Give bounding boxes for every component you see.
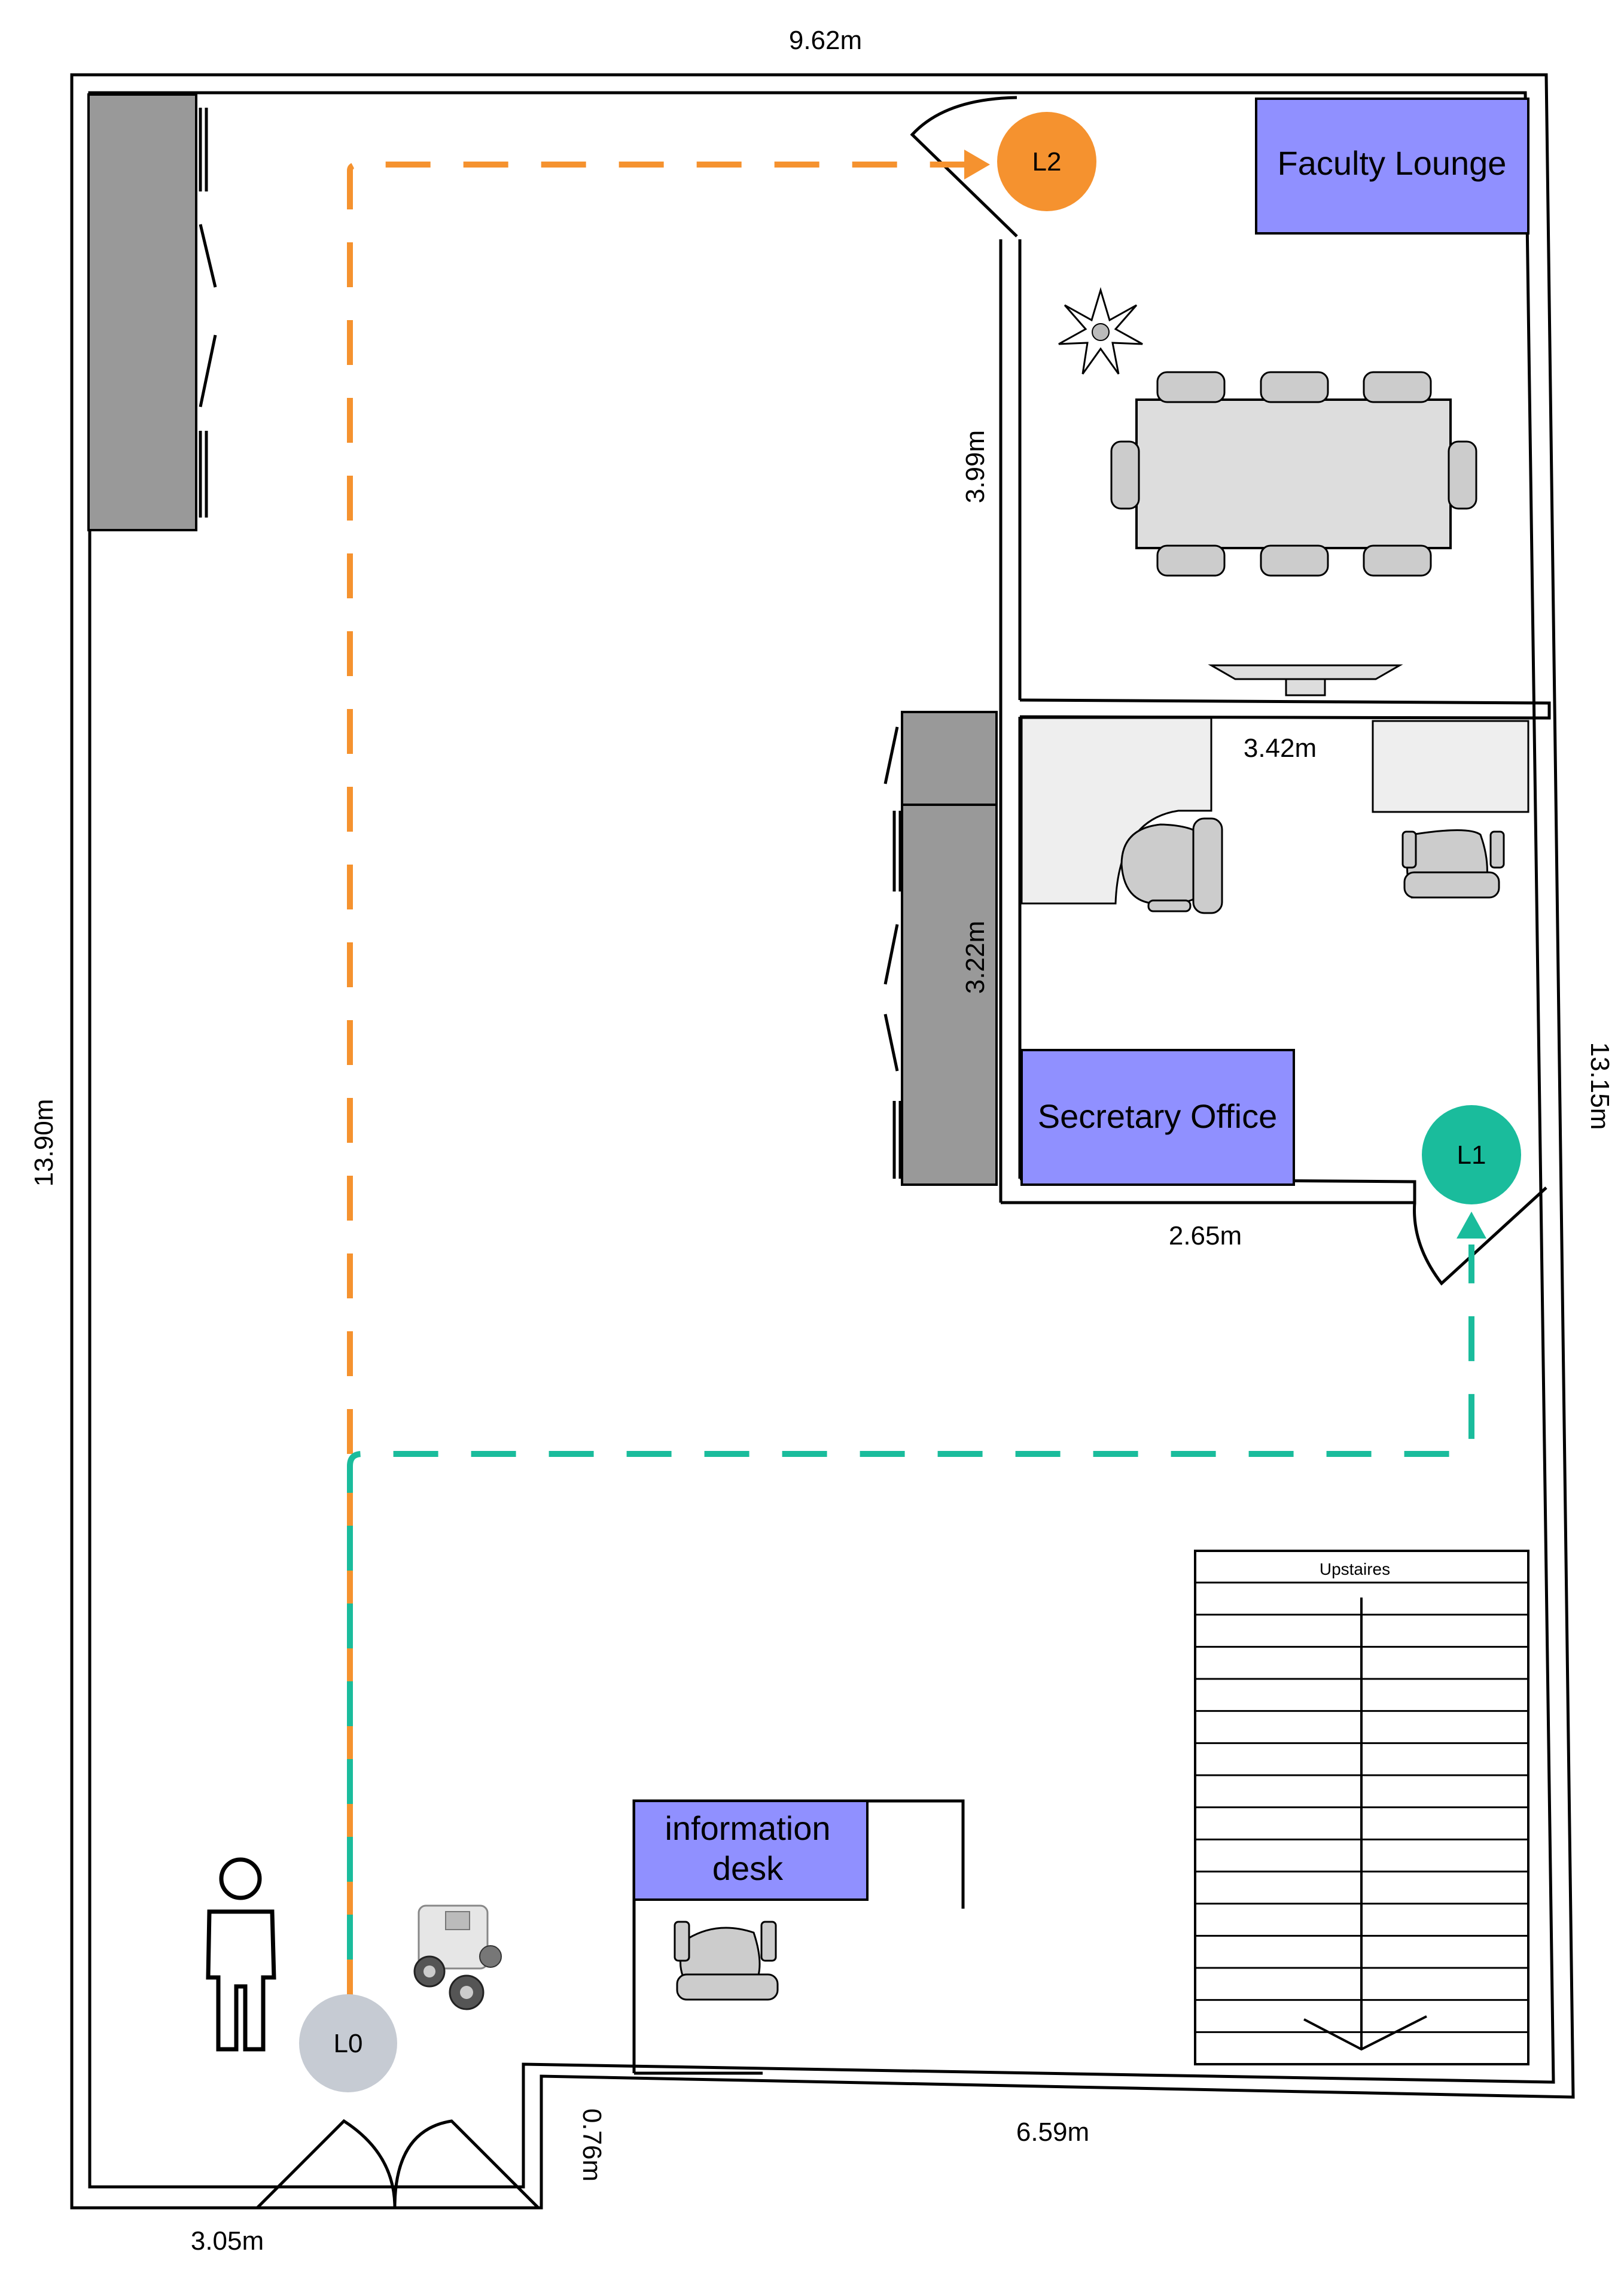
- stairs-arrow-icon: [1303, 1598, 1427, 2051]
- outer-walls: [70, 73, 1575, 2210]
- conference-chairs: [1110, 371, 1477, 577]
- tv-stand: [1208, 664, 1403, 696]
- secretary-office-label: Secretary Office: [1038, 1097, 1277, 1135]
- information-desk: information desk: [632, 1799, 965, 2075]
- dim-top-width: 9.62m: [789, 26, 862, 55]
- arrow-to-L1-icon: [1457, 1212, 1486, 1239]
- dim-office-top: 3.42m: [1244, 734, 1317, 763]
- dim-right-height: 13.15m: [1585, 1042, 1614, 1130]
- lounge-door[interactable]: [910, 96, 1018, 238]
- person-icon: [206, 1857, 276, 2052]
- left-cabinet: [87, 93, 217, 531]
- interior-walls: [999, 239, 1551, 1204]
- doors: [256, 96, 1547, 2209]
- location-L2[interactable]: L2: [997, 112, 1096, 211]
- secretary-office: Secretary Office: [1020, 717, 1529, 1186]
- location-L0-label: L0: [334, 2029, 363, 2058]
- office-door[interactable]: [1413, 1186, 1547, 1286]
- entrance-door[interactable]: [256, 2119, 540, 2209]
- dim-lounge-wall: 3.99m: [961, 430, 990, 503]
- location-L2-label: L2: [1032, 147, 1062, 177]
- faculty-lounge-label: Faculty Lounge: [1278, 144, 1507, 182]
- middle-cabinet: [883, 711, 998, 1186]
- dim-step: 0.76m: [577, 2108, 607, 2181]
- arrow-to-L2-icon: [964, 150, 990, 179]
- robot-icon: [413, 1904, 502, 2010]
- dim-bottom-right: 6.59m: [1016, 2117, 1089, 2147]
- path-to-L1: [347, 1212, 1486, 1960]
- information-desk-label-2: desk: [712, 1849, 784, 1887]
- location-L1-label: L1: [1457, 1140, 1486, 1170]
- stairs-label: Upstaires: [1320, 1560, 1390, 1578]
- location-L1[interactable]: L1: [1422, 1105, 1521, 1204]
- stairs: Upstaires: [1194, 1550, 1529, 2065]
- location-L0[interactable]: L0: [299, 1994, 397, 2092]
- dim-left-height: 13.90m: [29, 1099, 59, 1187]
- dim-cabinet: 3.22m: [961, 921, 990, 994]
- path-to-L2: [347, 150, 990, 1998]
- faculty-lounge: Faculty Lounge: [1058, 98, 1529, 696]
- desk-chair: [674, 1921, 779, 2001]
- office-desk: [1372, 720, 1529, 813]
- dim-office-bottom: 2.65m: [1169, 1221, 1242, 1250]
- conference-table: [1135, 398, 1452, 549]
- office-chair-1: [1120, 817, 1223, 914]
- information-desk-label-1: information: [665, 1809, 830, 1847]
- office-chair-2: [1401, 829, 1505, 899]
- dim-entrance-width: 3.05m: [191, 2226, 264, 2256]
- dimension-labels: 9.62m 13.90m 13.15m 3.99m 3.42m 3.22m 2.…: [29, 26, 1614, 2256]
- plant-icon: [1058, 287, 1143, 375]
